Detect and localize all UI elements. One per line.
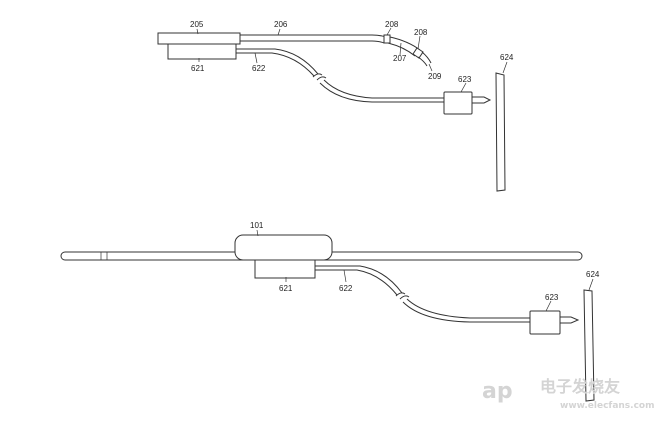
tip-209 <box>417 51 432 67</box>
label-621: 621 <box>191 64 205 73</box>
label-622-bottom: 622 <box>339 284 353 293</box>
cable-break-mark <box>312 73 327 81</box>
shaft-206-top-edge <box>240 34 387 38</box>
panel-624-bottom <box>583 289 595 402</box>
watermark-cjk: 电子发烧友 <box>540 377 621 396</box>
module-621 <box>167 43 237 60</box>
cable-622-bottom-lower-a <box>406 298 530 319</box>
label-624: 624 <box>500 53 514 62</box>
watermark: ap 电子发烧友 www.elecfans.com <box>482 377 654 411</box>
module-621-bottom <box>254 259 316 279</box>
label-101: 101 <box>250 221 264 230</box>
label-206: 206 <box>274 20 288 29</box>
bottom-figure: 101 621 622 623 624 <box>60 221 600 402</box>
connector-plug <box>471 96 492 104</box>
cable-622-lower-a <box>323 79 444 99</box>
label-623-bottom: 623 <box>545 293 559 302</box>
label-621-bottom: 621 <box>279 284 293 293</box>
cable-622-upper-a <box>236 48 319 75</box>
label-624-bottom: 624 <box>586 270 600 279</box>
label-208b: 208 <box>414 28 428 37</box>
label-205: 205 <box>190 20 204 29</box>
housing-205 <box>157 32 241 45</box>
connector-623-bottom <box>529 310 561 335</box>
watermark-url: www.elecfans.com <box>560 401 654 411</box>
collar-208-second <box>412 47 424 59</box>
panel-624 <box>495 72 506 192</box>
bent-section-207-a <box>389 36 421 51</box>
cable-622-bottom-upper-a <box>315 265 403 294</box>
label-208a: 208 <box>385 20 399 29</box>
label-623: 623 <box>458 75 472 84</box>
shaft-206-bottom-edge <box>240 40 385 44</box>
collar-208 <box>383 34 391 44</box>
cable-622-bottom-lower-b <box>402 301 530 323</box>
top-figure: 205 206 208 208 207 209 621 622 623 624 <box>157 20 514 192</box>
label-207: 207 <box>393 54 407 63</box>
cable-622-upper-b <box>236 52 315 77</box>
housing-101 <box>234 234 333 261</box>
cable-622-lower-b <box>319 82 444 103</box>
label-622: 622 <box>252 64 266 73</box>
watermark-latin: ap <box>482 379 513 404</box>
label-209: 209 <box>428 72 442 81</box>
cable-break-mark-bottom <box>395 292 410 300</box>
connector-623 <box>443 91 473 115</box>
cable-622-bottom-upper-b <box>315 269 398 296</box>
connector-plug-bottom <box>559 316 580 324</box>
